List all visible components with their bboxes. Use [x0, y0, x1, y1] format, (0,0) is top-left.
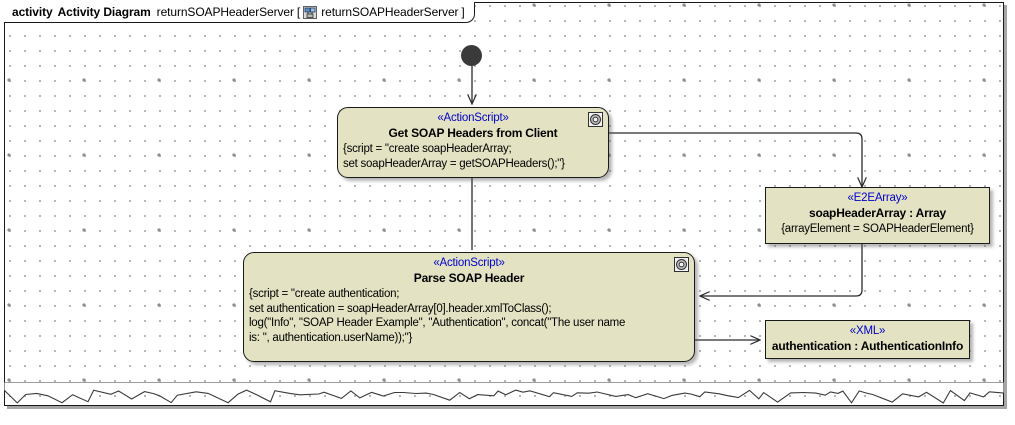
node-body: {script = "create authentication; set au… [249, 288, 626, 344]
stereotype-label: «XML» [849, 325, 886, 337]
object-node-authentication[interactable]: «XML» authentication : AuthenticationInf… [765, 320, 970, 359]
action-script-icon [588, 112, 603, 127]
activity-diagram-icon [303, 5, 318, 19]
bracket-close: ] [461, 5, 465, 19]
diagram-name: returnSOAPHeaderServer [156, 5, 294, 19]
stereotype-label: «ActionScript» [437, 112, 509, 124]
bracket-open: [ [296, 5, 301, 19]
diagram-qualified-name: returnSOAPHeaderServer [321, 5, 459, 19]
stereotype-label: «E2EArray» [847, 192, 908, 204]
object-node-soap-header-array[interactable]: «E2EArray» soapHeaderArray : Array {arra… [765, 187, 990, 244]
diagram-keyword: activity [12, 5, 53, 19]
action-node-parse-soap-header[interactable]: «ActionScript» Parse SOAP Header {script… [243, 252, 695, 362]
diagram-type-label: Activity Diagram [57, 5, 151, 19]
node-body: {arrayElement = SOAPHeaderElement} [781, 223, 974, 235]
node-title: authentication : AuthenticationInfo [771, 339, 964, 353]
diagram-header-tab[interactable]: activity Activity Diagram returnSOAPHead… [4, 2, 475, 23]
action-script-icon [674, 257, 689, 272]
initial-node[interactable] [461, 45, 482, 66]
stereotype-label: «ActionScript» [433, 257, 505, 269]
node-body: {script = "create soapHeaderArray; set s… [343, 143, 565, 170]
node-title: Get SOAP Headers from Client [388, 126, 558, 140]
node-title: Parse SOAP Header [413, 271, 525, 285]
node-title: soapHeaderArray : Array [808, 206, 947, 220]
action-node-get-soap-headers[interactable]: «ActionScript» Get SOAP Headers from Cli… [337, 107, 609, 178]
